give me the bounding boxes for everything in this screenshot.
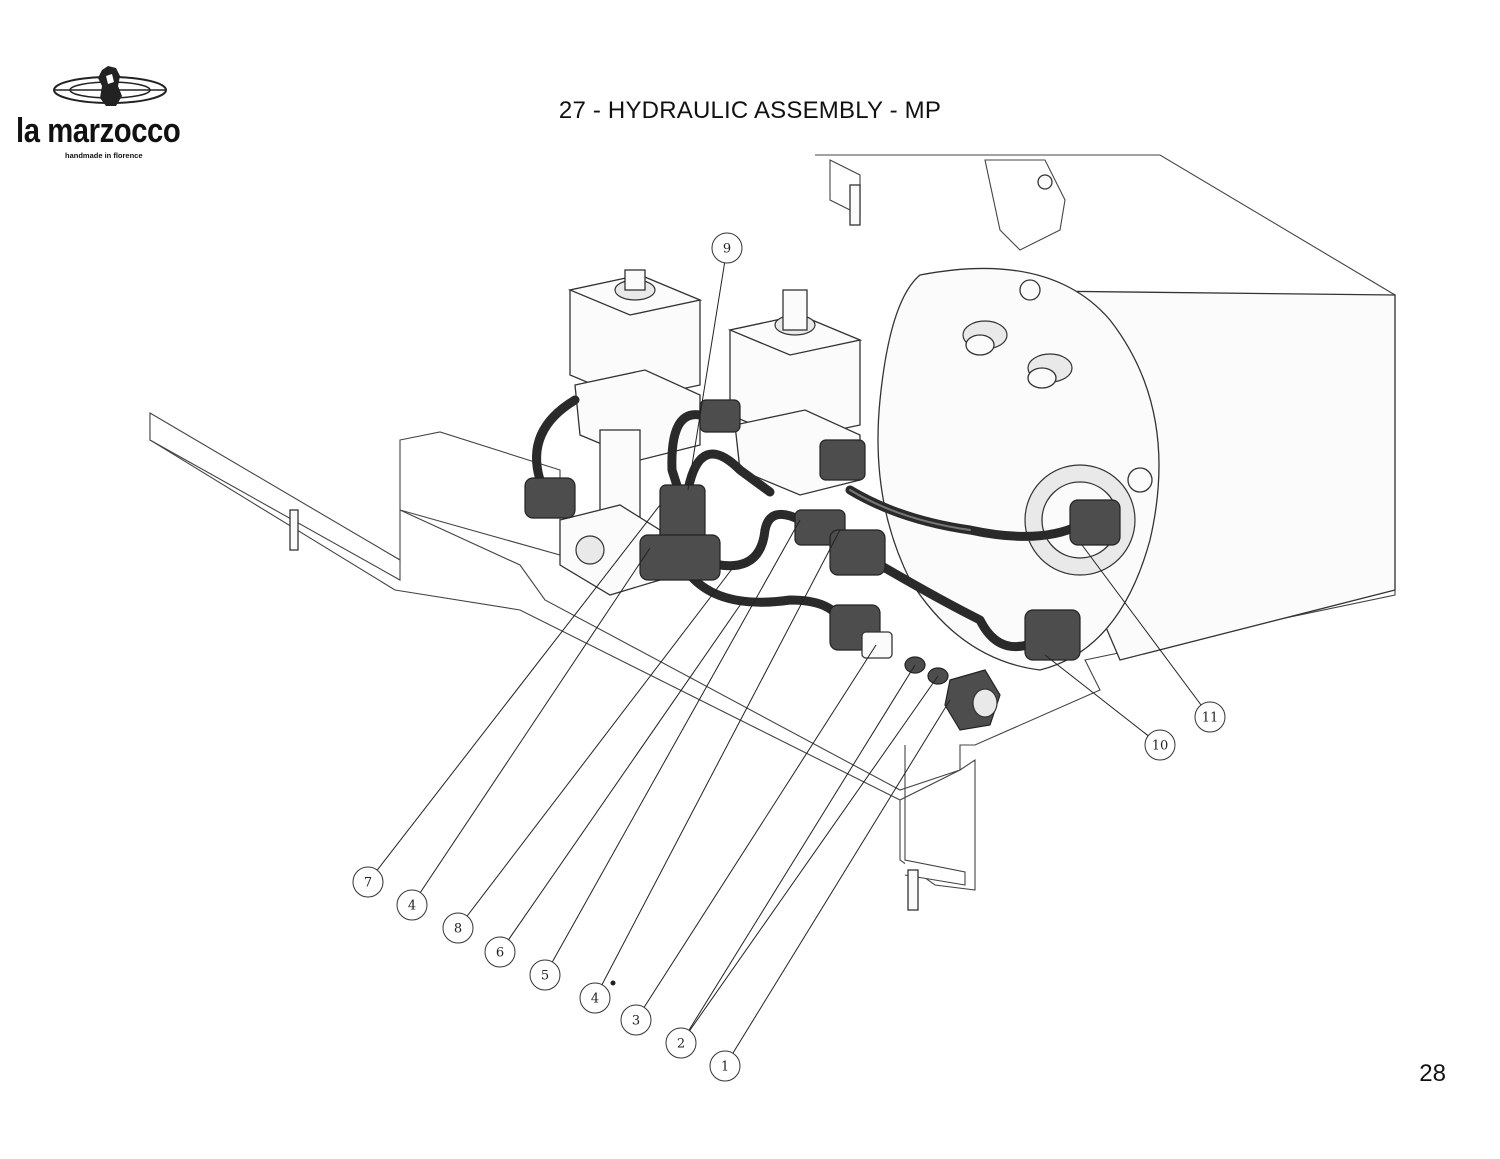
callout-label: 8 <box>454 922 462 937</box>
callout-label: 11 <box>1202 711 1219 726</box>
brand-tagline: handmade in florence <box>65 151 143 160</box>
hose-lines <box>532 395 1085 652</box>
page-number: 28 <box>1419 1060 1446 1087</box>
callout-6: 6 <box>484 936 516 968</box>
callout-label: 3 <box>632 1014 640 1029</box>
boiler <box>877 267 1396 671</box>
fittings <box>524 399 1121 731</box>
solenoid-valve-left <box>567 269 703 531</box>
callout-circle <box>709 1050 741 1082</box>
brand-logo: la marzocco handmade in florence <box>10 62 210 172</box>
callout-7: 7 <box>352 866 384 898</box>
callout-2: 2 <box>665 1027 697 1059</box>
boiler-fitting-upper <box>962 320 1008 356</box>
callout-circle <box>442 912 474 944</box>
callout-circle <box>484 936 516 968</box>
callout-circle <box>620 1004 652 1036</box>
callout-circle <box>665 1027 697 1059</box>
brand-wordmark: la marzocco <box>16 112 181 150</box>
boiler-fitting-lower <box>1027 353 1073 389</box>
callout-4: 4 <box>396 889 428 921</box>
callout-circle <box>1144 729 1176 761</box>
callout-label: 5 <box>541 969 549 984</box>
callout-9: 9 <box>711 232 743 264</box>
globe-lion-emblem-icon <box>53 66 167 106</box>
callout-circle <box>579 982 611 1014</box>
callout-label: 6 <box>496 946 504 961</box>
callout-circle <box>352 866 384 898</box>
callout-markers: 1 2 3 4 5 6 8 4 7 9 10 11 <box>352 232 1226 1082</box>
callout-3: 3 <box>620 1004 652 1036</box>
callout-10: 10 <box>1144 729 1176 761</box>
callout-leaders <box>367 247 1211 1067</box>
callout-circle <box>529 959 561 991</box>
callout-label: 7 <box>364 876 372 891</box>
nut-part-1 <box>944 669 1001 731</box>
callout-1: 1 <box>709 1050 741 1082</box>
page-title: 27 - HYDRAULIC ASSEMBLY - MP <box>558 97 942 124</box>
callout-8: 8 <box>442 912 474 944</box>
callout-4: 4 <box>579 982 611 1014</box>
callout-5: 5 <box>529 959 561 991</box>
callout-label: 1 <box>721 1060 729 1075</box>
callout-11: 11 <box>1194 701 1226 733</box>
callout-circle <box>396 889 428 921</box>
callout-label: 2 <box>677 1037 685 1052</box>
callout-circle <box>1194 701 1226 733</box>
callout-label: 9 <box>723 242 731 257</box>
callout-label: 4 <box>591 992 599 1007</box>
callout-circle <box>711 232 743 264</box>
callout-label: 10 <box>1152 739 1169 754</box>
callout-label: 4 <box>408 899 416 914</box>
